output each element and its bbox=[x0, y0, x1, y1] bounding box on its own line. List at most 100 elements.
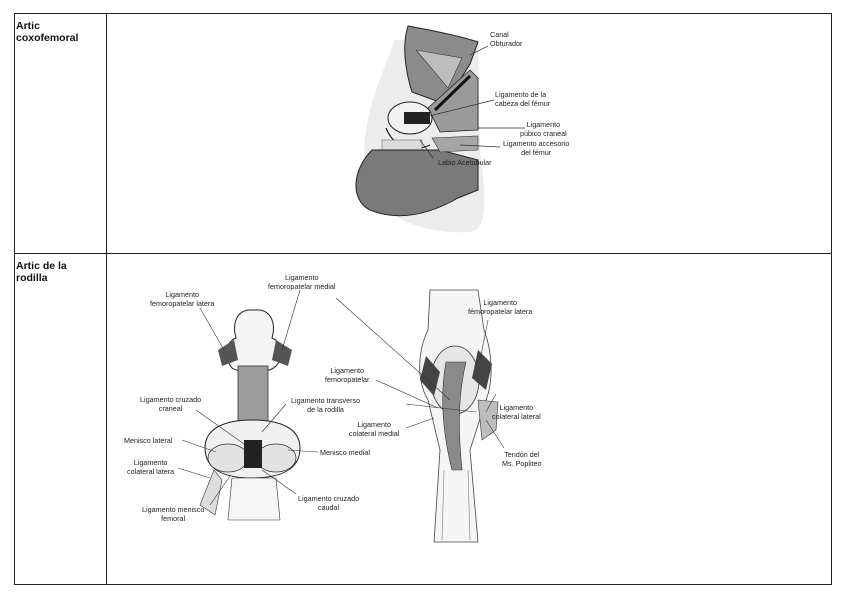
leader-cabeza bbox=[424, 99, 495, 118]
leader bbox=[177, 467, 211, 479]
label-line: colateral lateral bbox=[492, 412, 541, 421]
label-line: colateral latera bbox=[127, 467, 175, 476]
label-menisco-femoral: Ligamento menisco femoral bbox=[142, 505, 204, 523]
tibia-line bbox=[467, 469, 471, 541]
obturator-shape bbox=[415, 49, 463, 89]
leader-canal bbox=[469, 45, 489, 56]
row-title-line: Artic bbox=[16, 20, 40, 32]
label-canal-obturador: Canal Obturador bbox=[490, 30, 522, 48]
lateral-femoropatellar-band bbox=[218, 340, 238, 366]
label-menisco-medial: Menisco medial bbox=[320, 448, 370, 457]
label-line: colateral medial bbox=[349, 429, 400, 438]
label-fp-medial: Ligamento femoropatelar medial bbox=[268, 273, 336, 291]
label-accesorio: Ligamento accesorio del fémur bbox=[503, 139, 569, 157]
label-cruzado-craneal: Ligamento cruzado craneal bbox=[140, 395, 201, 413]
femur-shaft bbox=[237, 365, 269, 423]
leader bbox=[181, 439, 217, 453]
label-r-colateral-lateral: Ligamento colateral lateral bbox=[492, 403, 541, 421]
label-line: Ligamento bbox=[526, 120, 561, 129]
label-line: Ligamento bbox=[357, 420, 391, 429]
leader bbox=[335, 297, 451, 401]
label-line: Ms. Popliteo bbox=[502, 459, 542, 468]
label-line: Ligamento transverso bbox=[291, 396, 361, 405]
leader bbox=[281, 289, 301, 351]
leader-accesorio bbox=[459, 144, 501, 148]
medial-femoropatellar-band bbox=[272, 340, 292, 366]
label-transverso: Ligamento transverso de la rodilla bbox=[291, 396, 360, 414]
column-divider bbox=[106, 14, 107, 584]
leader bbox=[405, 403, 477, 413]
label-line: Ligamento cruzado bbox=[140, 395, 202, 404]
label-line: Ligamento accesorio bbox=[503, 139, 570, 148]
label-line: cabeza del fémur bbox=[495, 99, 551, 108]
leader bbox=[375, 379, 439, 409]
label-colateral-lateral: Ligamento colateral latera bbox=[127, 458, 174, 476]
label-line: femoropatelar latera bbox=[150, 299, 215, 308]
row-divider bbox=[15, 253, 831, 254]
label-line: femoropatelar bbox=[325, 375, 370, 384]
label-pubico-craneal: Ligamento púbico craneal bbox=[520, 120, 567, 138]
label-line: craneal bbox=[158, 404, 183, 413]
femur-condyle-top bbox=[225, 309, 283, 372]
leader bbox=[287, 449, 319, 453]
label-r-popliteo: Tendón del Ms. Popliteo bbox=[502, 450, 542, 468]
leader bbox=[485, 419, 505, 449]
label-line: Obturador bbox=[490, 39, 523, 48]
fibula-shape bbox=[199, 469, 223, 516]
label-ligamento-cabeza: Ligamento de la cabeza del fémur bbox=[495, 90, 550, 108]
label-r-fp-lateral: Ligamento fémoropatelar latera bbox=[468, 298, 532, 316]
leader bbox=[405, 417, 435, 429]
label-fp-lateral: Ligamento femoropatelar latera bbox=[150, 290, 214, 308]
label-line: Ligamento bbox=[165, 290, 199, 299]
cruciate-ligaments-shape bbox=[244, 440, 262, 468]
ligament-band bbox=[433, 74, 472, 112]
label-line: púbico craneal bbox=[520, 129, 567, 138]
leader-labio bbox=[419, 139, 434, 159]
row-title-line: Artic de la bbox=[16, 260, 67, 272]
label-r-femoropatelar: Ligamento femoropatelar bbox=[325, 366, 369, 384]
label-line: caudal bbox=[317, 503, 340, 512]
row-title-line: rodilla bbox=[16, 272, 48, 284]
label-line: Ligamento bbox=[483, 298, 517, 307]
label-line: femoropatelar medial bbox=[268, 282, 336, 291]
label-line: Ligamento menisco bbox=[142, 505, 205, 514]
label-cruzado-caudal: Ligamento cruzado caudal bbox=[298, 494, 359, 512]
anatomy-table bbox=[14, 13, 832, 585]
label-line: Ligamento cruzado bbox=[298, 494, 360, 503]
row-title-coxofemoral: Artic coxofemoral bbox=[16, 20, 91, 44]
row-title-line: coxofemoral bbox=[16, 32, 79, 44]
femoropatellar-band-lateral bbox=[472, 350, 492, 390]
leader bbox=[479, 319, 489, 361]
label-line: Canal bbox=[490, 30, 509, 39]
label-line: del fémur bbox=[521, 148, 552, 157]
leader bbox=[485, 393, 497, 413]
femur-shape bbox=[355, 149, 479, 217]
label-line: Ligamento bbox=[133, 458, 168, 467]
leader bbox=[261, 403, 287, 433]
collateral-lateral-shape bbox=[477, 399, 499, 441]
leader bbox=[195, 409, 245, 445]
tibia-shaft-shape bbox=[227, 477, 281, 521]
leader bbox=[209, 475, 231, 506]
leader bbox=[261, 469, 297, 495]
patellar-ligament-shape bbox=[442, 361, 467, 471]
label-line: femoral bbox=[161, 514, 186, 523]
leader bbox=[199, 307, 225, 351]
lateral-meniscus-shape bbox=[207, 443, 249, 473]
row-title-rodilla: Artic de la rodilla bbox=[16, 260, 91, 284]
label-line: Ligamento de la bbox=[495, 90, 547, 99]
label-labio-acetabular: Labio Acetabular bbox=[438, 158, 492, 167]
label-line: de la rodilla bbox=[307, 405, 344, 414]
pubic-ligament-shape bbox=[431, 135, 479, 153]
label-line: Ligamento bbox=[284, 273, 319, 282]
label-line: Ligamento bbox=[499, 403, 534, 412]
femoropatellar-band-medial bbox=[420, 356, 440, 396]
label-menisco-lateral: Menisco lateral bbox=[124, 436, 173, 445]
label-line: fémoropatelar latera bbox=[468, 307, 533, 316]
label-line: Tendón del bbox=[504, 450, 540, 459]
label-r-colateral-medial: Ligamento colateral medial bbox=[349, 420, 399, 438]
tibia-line bbox=[441, 469, 445, 541]
ligament-head-mark bbox=[404, 112, 430, 124]
